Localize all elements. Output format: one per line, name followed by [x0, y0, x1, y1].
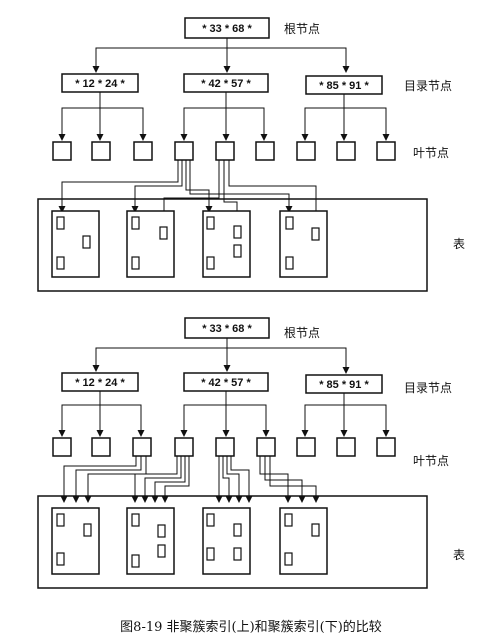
directory-node-label: 目录节点: [404, 381, 452, 395]
data-rows: [56, 513, 320, 568]
leaf-node: [52, 437, 72, 457]
data-row: [83, 523, 92, 537]
leaf-to-row-pointers: [58, 160, 320, 223]
clustered-index-diagram: * 33 * 68 * 根节点 * 12 * 24 * * 42 * 57 * …: [37, 317, 465, 589]
data-row: [159, 226, 168, 240]
non-clustered-index-diagram: * 33 * 68 * 根节点 * 12 * 24 * * 42 * 57 * …: [37, 17, 465, 292]
directory-node-label: 目录节点: [404, 79, 452, 93]
data-row: [157, 544, 166, 558]
leaf-node: [296, 437, 316, 457]
data-rows: [56, 216, 320, 270]
leaf-node: [256, 437, 276, 457]
root-to-directory-links: [92, 38, 350, 73]
leaf-node: [215, 141, 235, 161]
data-row: [131, 256, 140, 270]
leaf-node: [133, 141, 153, 161]
leaf-node: [91, 437, 111, 457]
data-row: [206, 513, 215, 527]
data-row: [131, 513, 140, 527]
data-row: [284, 552, 293, 566]
data-row: [56, 216, 65, 230]
leaf-node: [336, 437, 356, 457]
leaf-node: [91, 141, 111, 161]
leaf-node: [376, 437, 396, 457]
data-row: [206, 216, 215, 230]
data-row: [56, 552, 65, 566]
data-row: [284, 513, 293, 527]
leaf-node: [174, 141, 194, 161]
leaf-node: [132, 437, 152, 457]
data-row: [206, 256, 215, 270]
data-row: [131, 216, 140, 230]
directory-node-middle-keys: * 42 * 57 *: [201, 377, 251, 389]
data-row: [157, 524, 166, 538]
table-area: [37, 198, 428, 292]
figure-caption: 图8-19 非聚簇索引(上)和聚簇索引(下)的比较: [120, 619, 382, 635]
root-node-keys: * 33 * 68 *: [202, 323, 252, 335]
root-node-label: 根节点: [284, 326, 320, 340]
leaf-node: [255, 141, 275, 161]
data-row: [131, 554, 140, 568]
data-row: [233, 547, 242, 561]
directory-node-left-keys: * 12 * 24 *: [75, 78, 125, 90]
directory-node-middle-keys: * 42 * 57 *: [201, 78, 251, 90]
leaf-node: [52, 141, 72, 161]
leaf-nodes: [52, 437, 396, 457]
data-row: [82, 235, 91, 249]
table-label: 表: [453, 237, 465, 251]
leaf-node: [336, 141, 356, 161]
table-area: [37, 495, 428, 589]
data-row: [56, 513, 65, 527]
data-row: [233, 523, 242, 537]
leaf-node-label: 叶节点: [413, 454, 449, 468]
data-row: [56, 256, 65, 270]
data-row: [311, 523, 320, 537]
directory-to-leaf-links: [58, 391, 390, 437]
data-row: [311, 227, 320, 241]
directory-node-right-keys: * 85 * 91 *: [319, 80, 369, 92]
leaf-node: [215, 437, 235, 457]
table-label: 表: [453, 548, 465, 562]
directory-node-left-keys: * 12 * 24 *: [75, 377, 125, 389]
data-row: [233, 244, 242, 258]
leaf-node: [376, 141, 396, 161]
data-row: [206, 547, 215, 561]
data-row: [285, 256, 294, 270]
leaf-to-row-pointers: [60, 456, 320, 503]
directory-to-leaf-links: [58, 92, 390, 141]
leaf-node: [296, 141, 316, 161]
data-row: [285, 216, 294, 230]
root-node-keys: * 33 * 68 *: [202, 23, 252, 35]
leaf-node-label: 叶节点: [413, 146, 449, 160]
leaf-node: [174, 437, 194, 457]
root-node-label: 根节点: [284, 22, 320, 36]
data-row: [233, 225, 242, 239]
leaf-nodes: [52, 141, 396, 161]
directory-node-right-keys: * 85 * 91 *: [319, 379, 369, 391]
root-to-directory-links: [92, 338, 350, 374]
